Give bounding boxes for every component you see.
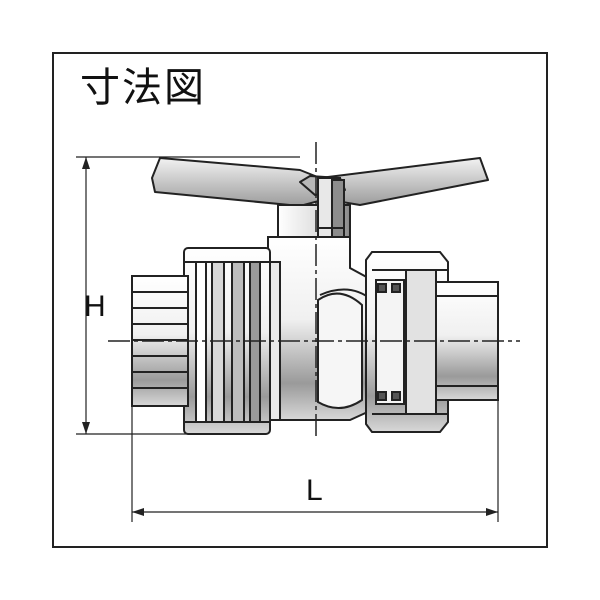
height-dimension [76, 156, 300, 435]
drawing-title: 寸法図 [80, 65, 206, 111]
length-label: L [306, 474, 323, 507]
length-dimension [131, 400, 499, 522]
centerlines [108, 142, 520, 440]
right-union-nut [365, 251, 449, 433]
height-label: H [84, 290, 106, 323]
valve-body [267, 236, 373, 421]
